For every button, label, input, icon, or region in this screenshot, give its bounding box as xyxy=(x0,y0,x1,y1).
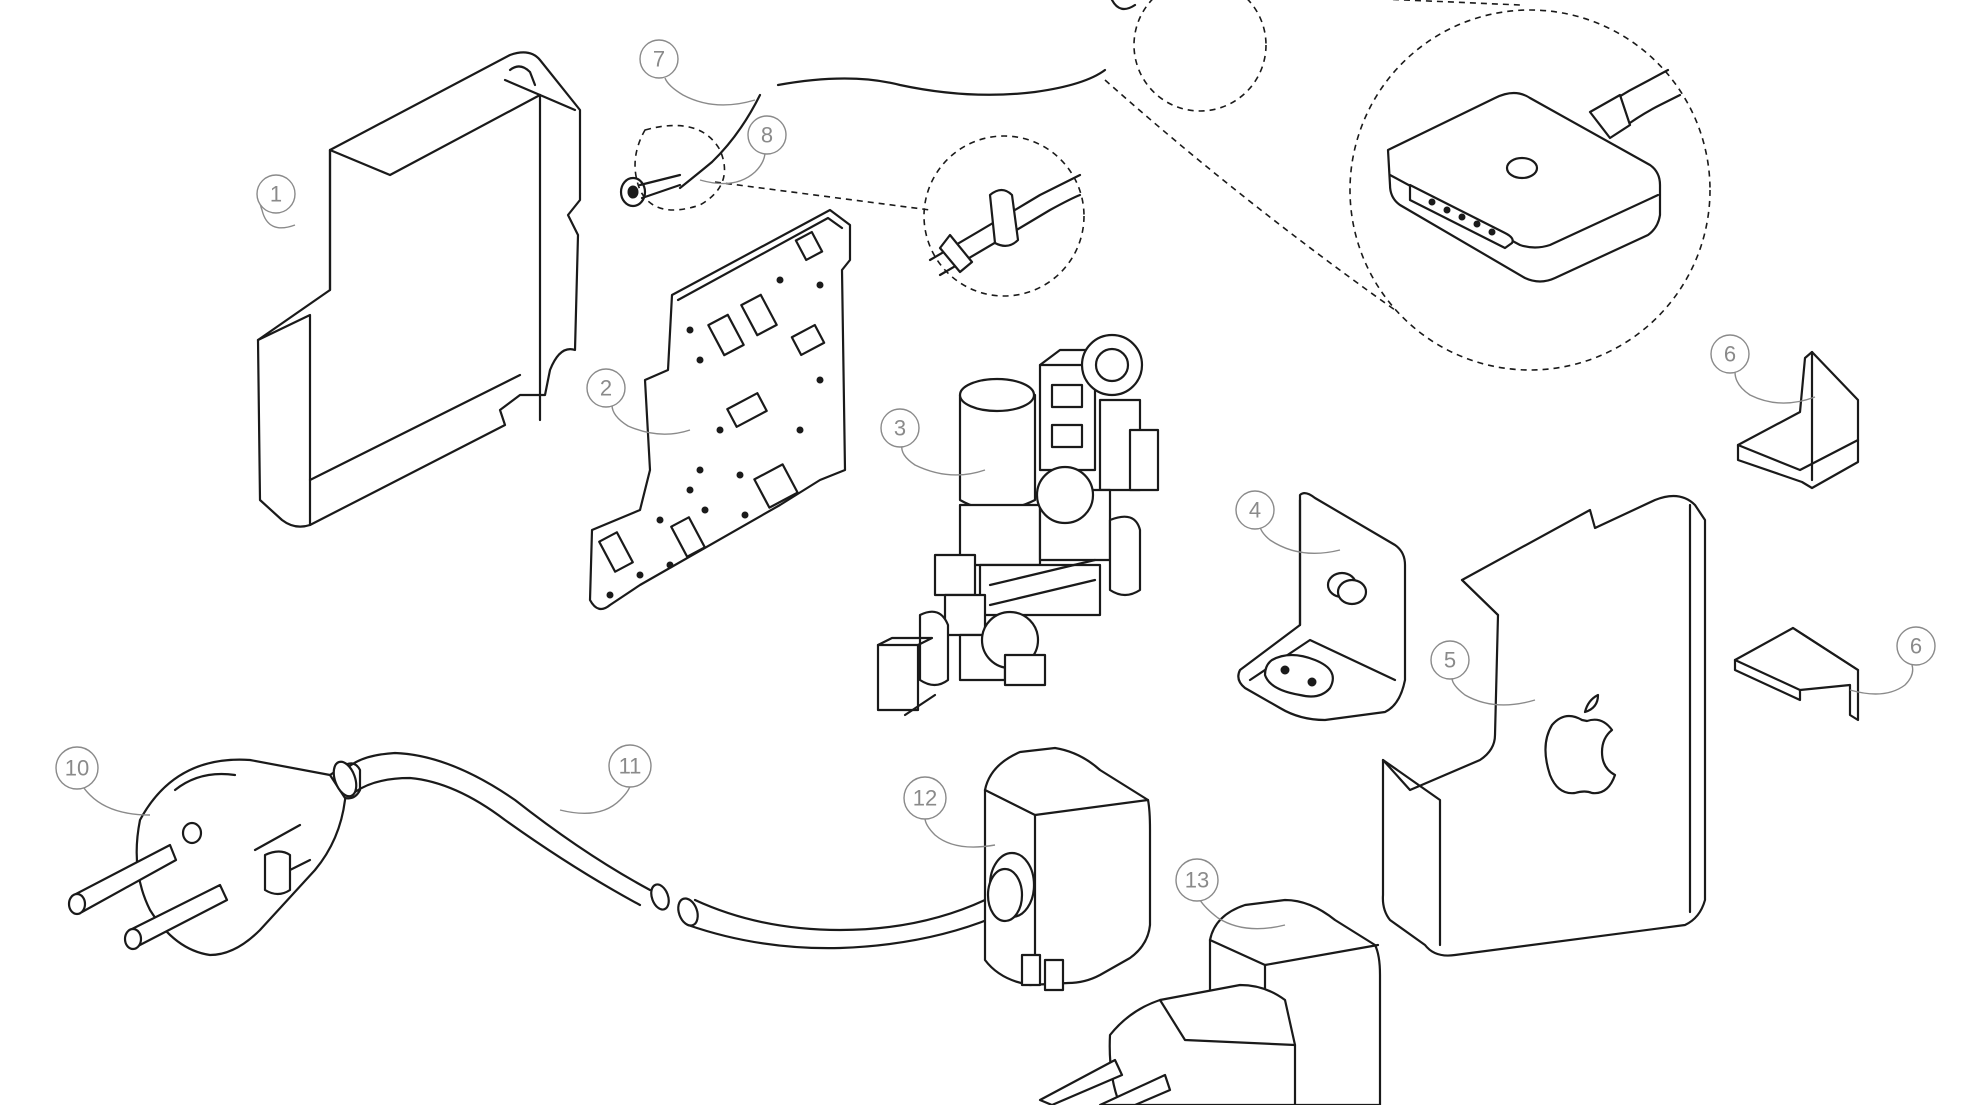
callout-3-label: 3 xyxy=(894,416,906,441)
pogo-pins xyxy=(1428,198,1496,236)
part-4-inlet-bracket xyxy=(1237,491,1407,722)
part-12-cord-connector xyxy=(983,746,1152,992)
part-1-housing-shell xyxy=(256,51,582,528)
callout-10: 10 xyxy=(55,746,151,816)
callout-7-label: 7 xyxy=(653,47,665,72)
callout-11-label: 11 xyxy=(619,754,642,779)
callout-12-label: 12 xyxy=(913,786,937,811)
callout-5: 5 xyxy=(1430,640,1536,706)
detail-cable-clip xyxy=(714,135,1085,297)
callout-1: 1 xyxy=(256,174,296,229)
callout-8-label: 8 xyxy=(761,123,773,148)
callout-13: 13 xyxy=(1175,858,1286,930)
callout-2: 2 xyxy=(586,368,691,435)
part-10-plug-head xyxy=(67,758,362,957)
callout-6-top-label: 6 xyxy=(1724,342,1736,367)
pcb-dots xyxy=(606,276,824,599)
part-8-strain-relief xyxy=(619,124,726,211)
part-2-circuit-board xyxy=(588,208,852,611)
callout-13-label: 13 xyxy=(1185,868,1209,893)
apple-logo-icon xyxy=(1544,693,1617,795)
callout-12: 12 xyxy=(903,776,996,848)
detail-magsafe-connector xyxy=(1104,0,1711,371)
callout-10-label: 10 xyxy=(65,756,89,781)
part-3-power-components xyxy=(876,333,1160,717)
chip-group xyxy=(598,230,826,573)
callout-6-bottom: 6 xyxy=(1849,626,1936,695)
callout-2-label: 2 xyxy=(600,376,612,401)
part-13-duck-head-plug xyxy=(1038,898,1382,1107)
part-6-clip-top xyxy=(1736,350,1860,490)
callout-1-label: 1 xyxy=(270,182,282,207)
part-5-housing-bottom xyxy=(1381,494,1707,957)
part-7-dc-cable xyxy=(678,68,1107,190)
callout-6-bottom-label: 6 xyxy=(1910,634,1922,659)
callout-5-label: 5 xyxy=(1444,648,1456,673)
callout-6-top: 6 xyxy=(1710,334,1816,404)
callout-4-label: 4 xyxy=(1249,498,1261,523)
callout-4: 4 xyxy=(1235,490,1341,555)
part-6-clip-bottom xyxy=(1733,626,1860,722)
callout-3: 3 xyxy=(880,408,986,476)
callout-8: 8 xyxy=(699,115,787,185)
part-11-power-cord xyxy=(332,751,994,950)
callout-11: 11 xyxy=(559,744,652,815)
callout-7: 7 xyxy=(639,39,756,106)
